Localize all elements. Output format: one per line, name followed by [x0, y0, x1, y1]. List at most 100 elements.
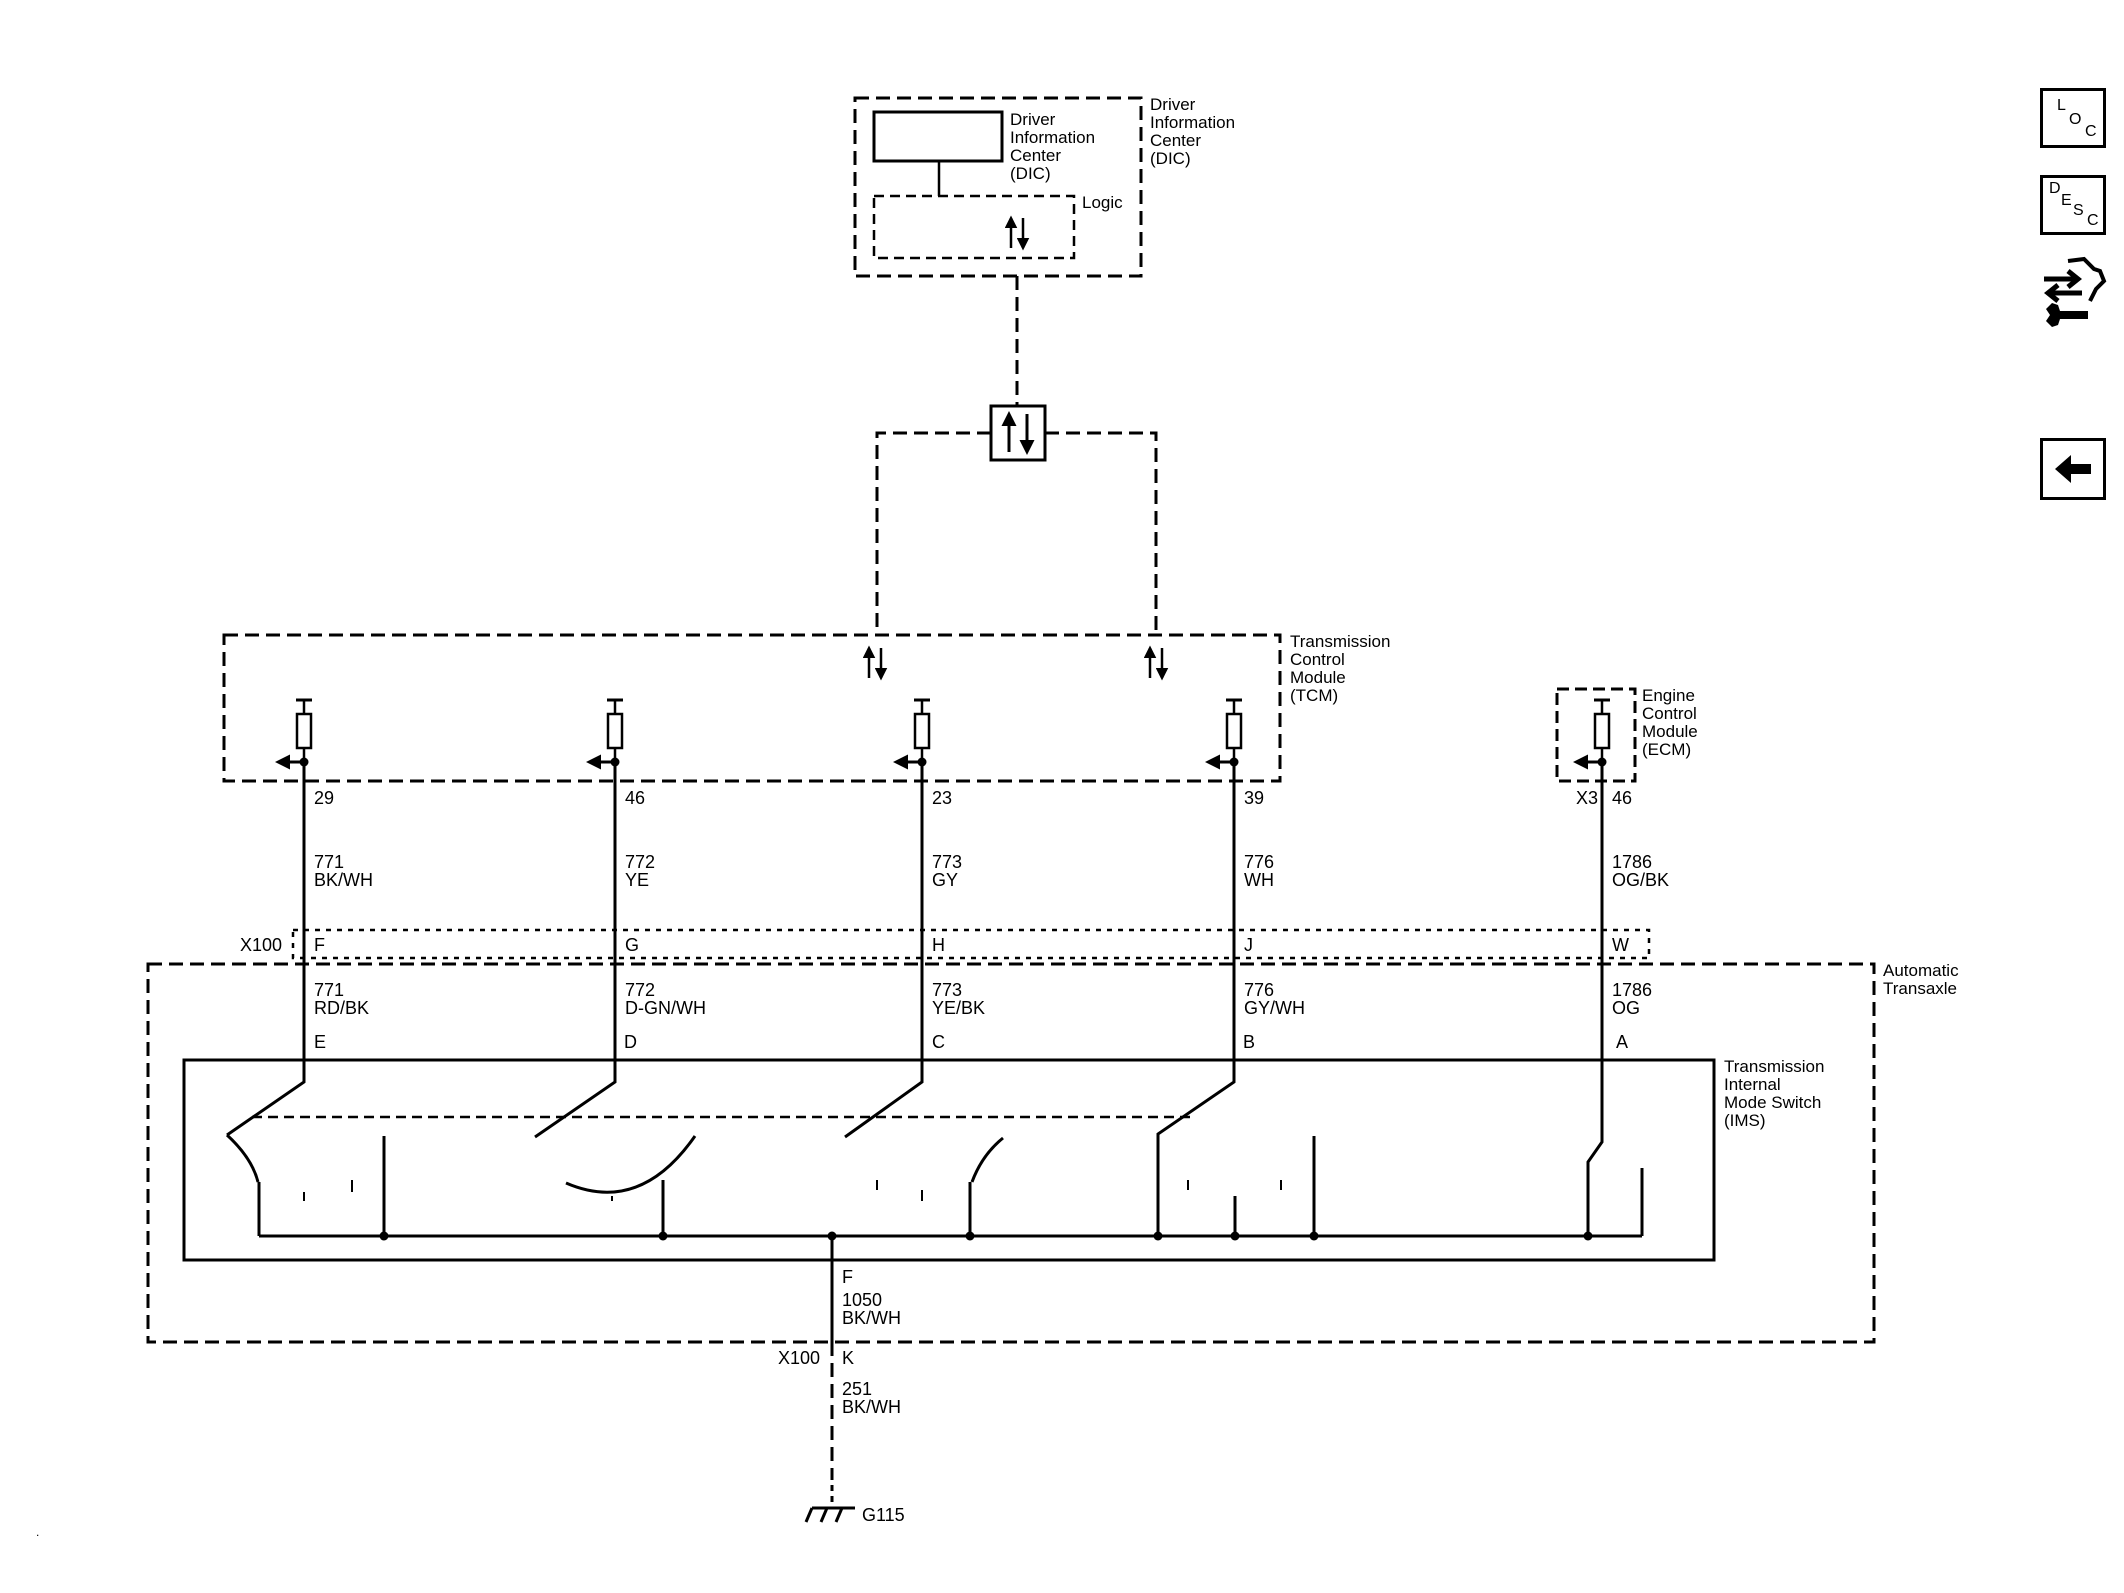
x100-pin-c: H [932, 935, 945, 955]
wire-color-lower-c: YE/BK [932, 998, 985, 1018]
ims-pin-labels: E D C B A [314, 1032, 1628, 1052]
ims-bus-splices [379, 1231, 1593, 1241]
ims-label: Transmission Internal Mode Switch (IMS) [1724, 1057, 1829, 1130]
pullup-resistor-e [295, 712, 313, 750]
ground-circuit-lower: 251 [842, 1379, 872, 1399]
serial-data-branch-right [1045, 431, 1158, 635]
location-button-o: O [2069, 111, 2082, 128]
ecm-boundary [1555, 687, 1637, 783]
circuit-number-lower-c: 773 [932, 980, 962, 1000]
x100-connector-band [291, 928, 1651, 960]
ims-pin-a: A [1616, 1032, 1628, 1052]
corner-mark: . [36, 1525, 39, 1539]
back-button[interactable] [2040, 438, 2106, 500]
dic-logic-comm-icon [1004, 215, 1030, 251]
tcm-label: Transmission Control Module (TCM) [1290, 632, 1395, 705]
pullup-resistor-d [606, 712, 624, 750]
back-arrow-icon [2055, 455, 2091, 483]
chassis-ground-icon [804, 1474, 855, 1523]
ims-switch-d [534, 1060, 697, 1236]
circuit-number-lower-e: 771 [314, 980, 344, 1000]
serial-data-branch [875, 431, 991, 635]
x100-pin-b: J [1244, 935, 1253, 955]
ims-pin-c: C [932, 1032, 945, 1052]
circuits: 29771BK/WHF771RD/BK46772YEG772D-GN/WH237… [275, 698, 1669, 1060]
ims-switch-b [1156, 1060, 1316, 1236]
ground-x100-label: X100 [778, 1348, 820, 1368]
dic-logic-box [872, 194, 1076, 260]
description-button-s: S [2073, 202, 2084, 219]
wire-color-lower-d: D-GN/WH [625, 998, 706, 1018]
module-pin-d: 46 [625, 788, 645, 808]
wire-color-lower-a: OG [1612, 998, 1640, 1018]
dic-module-label: Driver Information Center (DIC) [1150, 95, 1240, 168]
transaxle-boundary [146, 962, 1876, 1344]
dic-module: Driver Information Center (DIC) Logic Dr… [853, 95, 1240, 278]
tcm-module: Transmission Control Module (TCM) [222, 632, 1395, 783]
location-button-c: C [2085, 123, 2097, 140]
ground-x100-pin: K [842, 1348, 854, 1368]
module-pin-e: 29 [314, 788, 334, 808]
module-pin-a: 46 [1612, 788, 1632, 808]
serial-data-splice-icon [989, 404, 1047, 462]
diagnostic-info-icon [2043, 256, 2107, 327]
ims-pin-d: D [624, 1032, 637, 1052]
ground-label: G115 [862, 1505, 905, 1525]
x100-pin-e: F [314, 935, 325, 955]
description-button-c: C [2087, 212, 2099, 229]
ims-switch-a [1586, 1060, 1644, 1236]
ims-switch: Transmission Internal Mode Switch (IMS) [182, 1057, 1829, 1262]
ims-pin-b: B [1243, 1032, 1255, 1052]
ground-ims-pin: F [842, 1267, 853, 1287]
wire-color-upper-a: OG/BK [1612, 870, 1669, 890]
wire-color-lower-e: RD/BK [314, 998, 369, 1018]
circuit-number-lower-a: 1786 [1612, 980, 1652, 1000]
wire-color-upper-e: BK/WH [314, 870, 373, 890]
diagnostic-info-button[interactable] [2038, 253, 2114, 335]
tcm-comm-icon-right [1143, 645, 1169, 681]
description-button[interactable]: D E S C [2040, 175, 2106, 235]
module-pin-c: 23 [932, 788, 952, 808]
circuit-number-upper-c: 773 [932, 852, 962, 872]
pullup-resistor-a [1593, 712, 1611, 750]
circuit-number-upper-a: 1786 [1612, 852, 1652, 872]
circuit-number-upper-b: 776 [1244, 852, 1274, 872]
ecm-label: Engine Control Module (ECM) [1642, 686, 1703, 759]
circuit-number-lower-d: 772 [625, 980, 655, 1000]
dic-logic-label: Logic [1082, 193, 1123, 212]
wire-color-lower-b: GY/WH [1244, 998, 1305, 1018]
ecm-module: Engine Control Module (ECM) [1555, 686, 1703, 783]
dic-inner-label: Driver Information Center (DIC) [1010, 110, 1100, 183]
wire-color-upper-d: YE [625, 870, 649, 890]
module-pin-b: 39 [1244, 788, 1264, 808]
ground-color-lower: BK/WH [842, 1397, 901, 1417]
ground-circuit-upper: 1050 [842, 1290, 882, 1310]
circuit-number-upper-e: 771 [314, 852, 344, 872]
ims-boundary [182, 1058, 1716, 1262]
x100-label: X100 [240, 935, 282, 955]
circuit-number-lower-b: 776 [1244, 980, 1274, 1000]
ims-switch-c [844, 1060, 1004, 1236]
ground-circuit: F 1050 BK/WH X100 K 251 BK/WH G115 [778, 1236, 905, 1525]
wire-color-upper-b: WH [1244, 870, 1274, 890]
ground-color-upper: BK/WH [842, 1308, 901, 1328]
location-button-l: L [2057, 97, 2066, 114]
description-button-d: D [2049, 180, 2061, 197]
ims-pin-e: E [314, 1032, 326, 1052]
tcm-boundary [222, 633, 1282, 783]
x3-label: X3 [1576, 788, 1598, 808]
x100-pin-d: G [625, 935, 639, 955]
dic-display-box [872, 110, 1004, 163]
transaxle-label: Automatic Transaxle [1883, 961, 1963, 998]
description-button-e: E [2061, 192, 2072, 209]
pullup-resistor-c [913, 712, 931, 750]
pullup-resistor-b [1225, 712, 1243, 750]
circuit-number-upper-d: 772 [625, 852, 655, 872]
tcm-comm-icon-left [862, 645, 888, 681]
wire-color-upper-c: GY [932, 870, 958, 890]
ims-switch-e [225, 1060, 386, 1236]
x100-pin-a: W [1612, 935, 1629, 955]
dic-module-boundary [853, 96, 1143, 278]
location-button[interactable]: L O C [2040, 88, 2106, 148]
